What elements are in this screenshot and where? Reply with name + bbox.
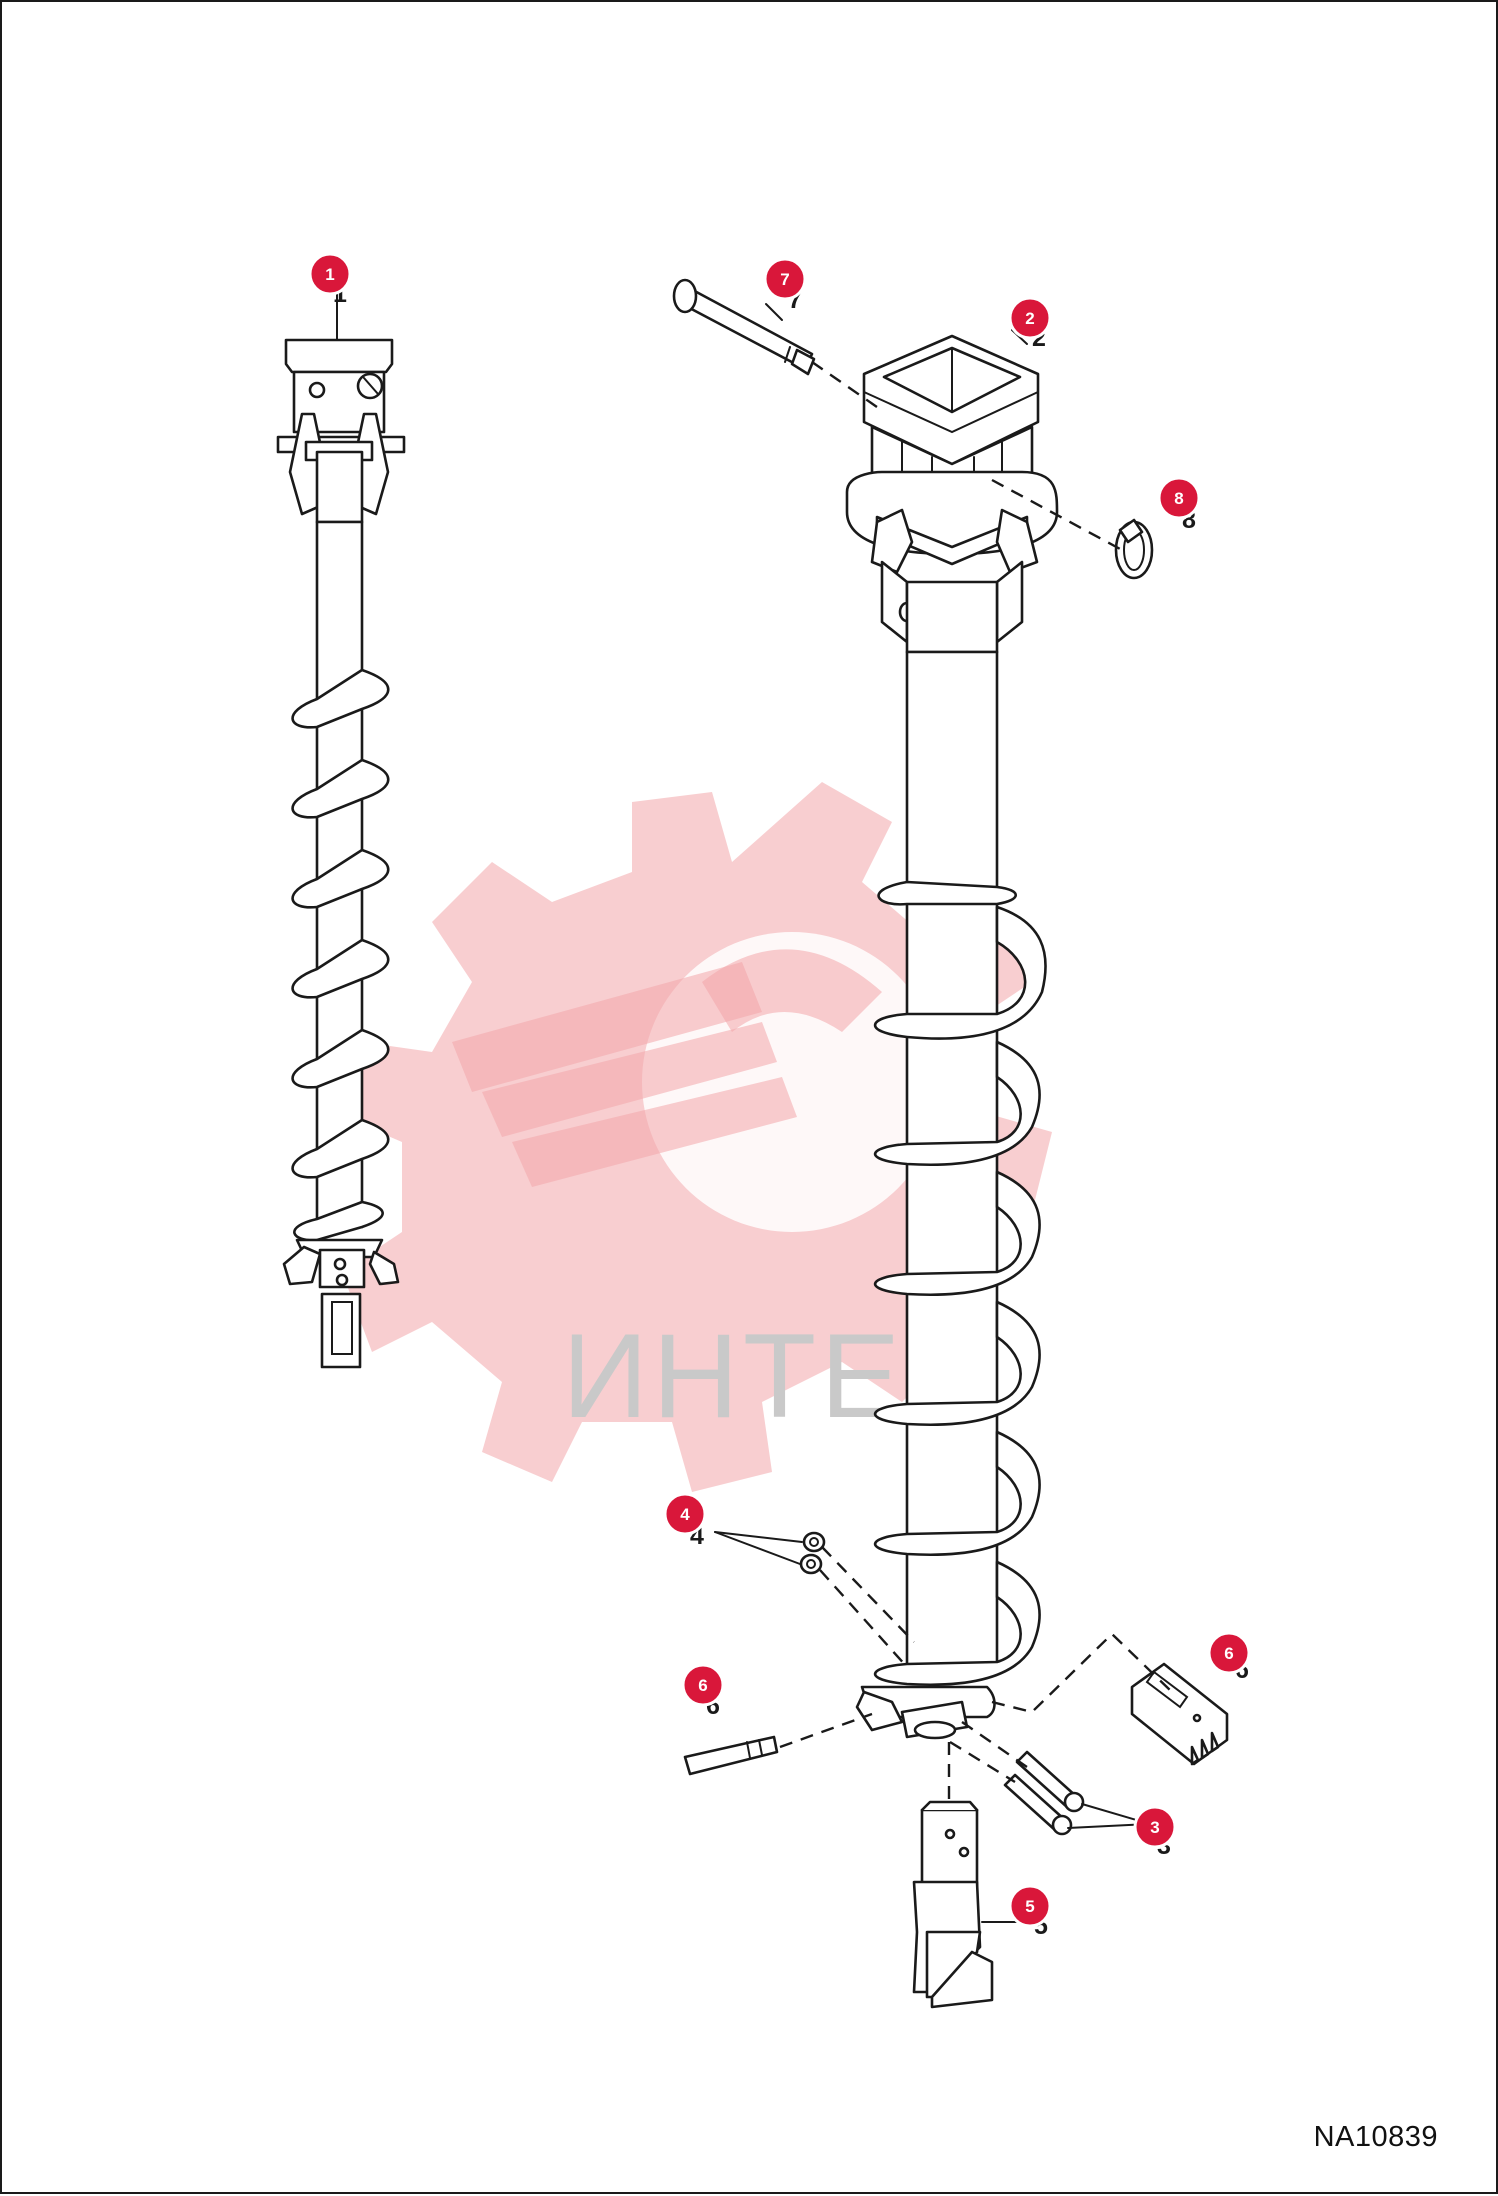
figure-number: NA10839 — [1313, 2121, 1438, 2153]
auger-flights — [873, 880, 1047, 1687]
callout-3[interactable]: 3 — [1133, 1805, 1177, 1849]
callout-label: 1 — [325, 265, 334, 284]
callout-7[interactable]: 7 — [763, 257, 807, 301]
callout-2[interactable]: 2 — [1008, 296, 1052, 340]
callout-label: 6 — [1224, 1644, 1233, 1663]
auger-assembly-left — [276, 338, 406, 1369]
callout-1[interactable]: 1 — [308, 252, 352, 296]
callout-6-right[interactable]: 6 — [1207, 1631, 1251, 1675]
callout-label: 2 — [1025, 309, 1034, 328]
auger-exploded-right — [672, 278, 1059, 2009]
teeth-part-6-right — [1130, 1662, 1229, 1766]
callout-label: 8 — [1174, 489, 1183, 508]
leader-lines — [336, 286, 1173, 1923]
nuts-part-4 — [799, 1531, 826, 1575]
callout-label: 7 — [780, 270, 789, 289]
callout-label: 5 — [1025, 1897, 1034, 1916]
callout-label: 6 — [698, 1676, 707, 1695]
lock-clip-part-8 — [1114, 518, 1154, 580]
callout-8[interactable]: 8 — [1157, 476, 1201, 520]
bolts-part-3 — [1003, 1750, 1085, 1836]
watermark-logo — [332, 782, 1052, 1492]
callout-6-left[interactable]: 6 — [681, 1663, 725, 1707]
callout-5[interactable]: 5 — [1008, 1884, 1052, 1928]
tooth-part-6-left — [683, 1735, 779, 1776]
callout-4[interactable]: 4 — [663, 1492, 707, 1536]
callout-label: 3 — [1150, 1818, 1159, 1837]
callout-label: 4 — [680, 1505, 690, 1524]
